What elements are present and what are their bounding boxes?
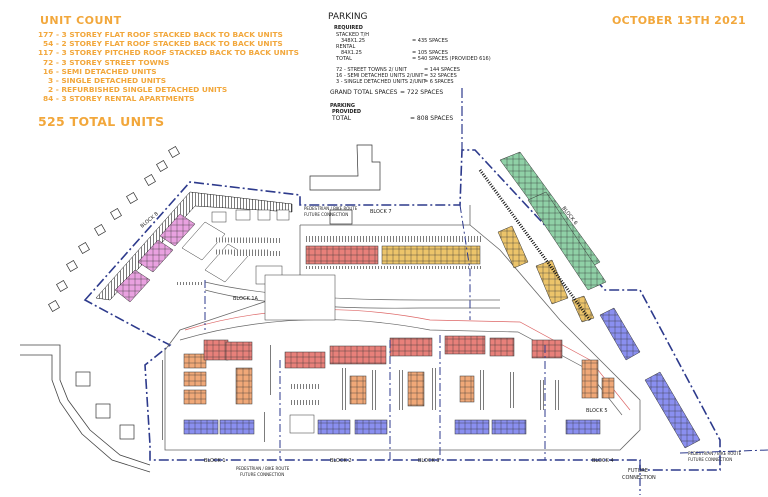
- unit-count-item: 117 - 3 STOREY PITCHED ROOF STACKED BACK…: [38, 48, 299, 58]
- unit-count-item: 16 - SEMI DETACHED UNITS: [43, 66, 157, 76]
- parking-line1-value: = 144 SPACES: [424, 67, 460, 73]
- future-connection-right: FUTURE CONNECTION: [688, 457, 732, 462]
- total-units: 525 TOTAL UNITS: [38, 114, 165, 129]
- parking-rental-label: RENTAL: [336, 44, 356, 50]
- pedestrian-route-right: PEDESTRIAN / BIKE ROUTE: [688, 451, 742, 456]
- future-connection-label: FUTURE: [628, 468, 648, 474]
- future-connection-label-2: CONNECTION: [622, 475, 656, 481]
- parking-required-label: REQUIRED: [334, 25, 363, 31]
- parking-line3-value: = 6 SPACES: [424, 79, 454, 85]
- parking-total-label: TOTAL: [336, 56, 352, 62]
- block-label: BLOCK 3: [418, 458, 440, 464]
- parking-total-value: = 540 SPACES (PROVIDED 616): [412, 56, 491, 62]
- parking-provided-label: PROVIDED: [332, 109, 362, 115]
- parking-rental-value: = 105 SPACES: [412, 50, 448, 56]
- block-label: BLOCK 2: [330, 458, 352, 464]
- unit-count-list: 177 - 3 STOREY FLAT ROOF STACKED BACK TO…: [38, 30, 338, 104]
- unit-count-item: 54 - 2 STOREY FLAT ROOF STACKED BACK TO …: [43, 39, 283, 49]
- block-label: BLOCK 5: [586, 408, 608, 414]
- parking-stacked-value: = 435 SPACES: [412, 38, 448, 44]
- parking-title: PARKING: [328, 12, 368, 22]
- block-label: BLOCK 7: [370, 209, 392, 215]
- parking-provided-heading: PARKING: [330, 103, 355, 109]
- block-label: BLOCK 1: [204, 458, 226, 464]
- unit-count-item: 84 - 3 STOREY RENTAL APARTMENTS: [43, 94, 195, 104]
- future-connection-bottom: FUTURE CONNECTION: [240, 472, 284, 477]
- parking-stacked-calc: 348X1.25: [341, 38, 366, 44]
- unit-count-item: 72 - 3 STOREY STREET TOWNS: [43, 57, 170, 67]
- pedestrian-route-top: PEDESTRIAN / BIKE ROUTE: [304, 206, 358, 211]
- parking-line3: 3 - SINGLE DETACHED UNITS 2/UNIT: [336, 79, 427, 85]
- parking-grand-total-value: = 722 SPACES: [400, 89, 444, 96]
- pedestrian-route-bottom: PEDESTRIAN / BIKE ROUTE: [236, 466, 290, 471]
- unit-count-item: 2 - REFURBISHED SINGLE DETACHED UNITS: [48, 85, 228, 95]
- parking-rental-calc: 84X1.25: [341, 50, 362, 56]
- unit-count-item: 3 - SINGLE DETACHED UNITS: [48, 76, 167, 86]
- parking-line2-value: = 32 SPACES: [424, 73, 457, 79]
- date-label: OCTOBER 13TH 2021: [611, 14, 746, 27]
- parking-line2: 16 - SEMI DETACHED UNITS 2/UNIT: [336, 73, 424, 79]
- parking-provided-total-value: = 808 SPACES: [410, 115, 454, 122]
- unit-count-item: 177 - 3 STOREY FLAT ROOF STACKED BACK TO…: [38, 30, 283, 39]
- future-connection-top: FUTURE CONNECTION: [304, 212, 348, 217]
- block-label: BLOCK 4: [592, 458, 614, 464]
- parking-provided-total-label: TOTAL: [332, 115, 352, 122]
- parking-stacked-label: STACKED T/H: [336, 32, 370, 38]
- parking-grand-total-label: GRAND TOTAL SPACES: [330, 89, 398, 96]
- block-label: BLOCK 1A: [233, 296, 259, 302]
- unit-count-heading: UNIT COUNT: [40, 14, 122, 27]
- parking-line1: 72 - STREET TOWNS 2/ UNIT: [336, 67, 407, 73]
